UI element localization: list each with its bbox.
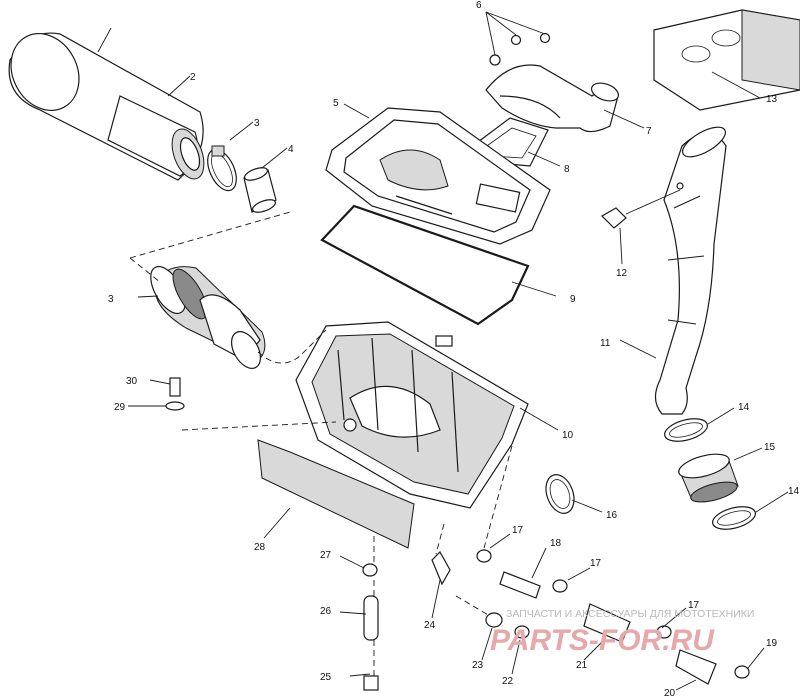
label-10: 10	[562, 430, 574, 441]
watermark-logo: PARTS-FOR.RU	[490, 624, 715, 657]
drain-parts-group	[476, 549, 750, 685]
airbox-lid-part-5	[325, 107, 551, 245]
label-16: 16	[606, 510, 618, 521]
label-5: 5	[333, 98, 339, 109]
intake-duct-part-11	[654, 126, 727, 415]
label-7: 7	[646, 126, 652, 137]
hose-clamp-part-16	[545, 474, 575, 514]
label-3: 3	[254, 118, 260, 129]
label-17-a: 17	[512, 525, 524, 536]
fitting-part-25	[363, 675, 379, 691]
leader-lines	[97, 27, 789, 691]
coupler-part-15	[678, 453, 739, 503]
clip-part-19	[734, 665, 750, 679]
label-3-boot: 3	[108, 294, 114, 305]
lid-seal-part-9	[320, 204, 530, 326]
coupler-ring-part-4	[243, 167, 277, 213]
label-2: 2	[190, 72, 196, 83]
clip-part-17-a	[476, 549, 492, 563]
label-23: 23	[472, 660, 484, 671]
tube-part-18	[499, 571, 541, 599]
bracket-part-24	[431, 551, 451, 586]
watermark: ЗАПЧАСТИ И АКСЕССУАРЫ ДЛЯ МОТОТЕХНИКИ PA…	[490, 608, 754, 657]
label-30: 30	[126, 376, 138, 387]
clip-part-22	[514, 625, 530, 639]
label-17-b: 17	[590, 558, 602, 569]
valve-part-21	[583, 603, 631, 643]
watermark-tagline: ЗАПЧАСТИ И АКСЕССУАРЫ ДЛЯ МОТОТЕХНИКИ	[506, 608, 754, 620]
drain-tube-part-20	[675, 649, 717, 685]
label-14-lower: 14	[788, 486, 800, 497]
air-filter-part-2	[8, 32, 205, 181]
label-4: 4	[288, 144, 294, 155]
label-20: 20	[664, 688, 676, 699]
label-19: 19	[766, 638, 778, 649]
screws-part-6	[485, 11, 551, 66]
bolt-part-30	[169, 377, 181, 397]
label-24: 24	[424, 620, 436, 631]
label-21: 21	[576, 660, 588, 671]
clip-part-17-b	[552, 579, 568, 593]
label-27: 27	[320, 550, 332, 561]
clip-part-27	[362, 563, 378, 577]
label-6: 6	[476, 0, 482, 11]
hose-clamp-part-14-lower	[711, 506, 757, 530]
plug-part-23	[485, 612, 503, 628]
intake-snorkel-part-7	[485, 64, 620, 133]
label-9: 9	[570, 294, 576, 305]
label-18: 18	[550, 538, 562, 549]
airbox-body-part-10	[295, 321, 529, 509]
label-17-c: 17	[688, 600, 700, 611]
label-15: 15	[764, 442, 776, 453]
washer-part-29	[165, 401, 185, 411]
intake-boot-part-3	[150, 265, 266, 369]
drain-stack-group	[362, 563, 379, 691]
callout-labels: 2 3 3 4 5 6 7 8 9 10 11 12 13 14 14 15 1…	[108, 0, 800, 699]
hose-clamp-part-3	[207, 145, 237, 192]
label-11: 11	[600, 338, 611, 349]
label-14-upper: 14	[738, 402, 750, 413]
label-28: 28	[254, 542, 266, 553]
label-26: 26	[320, 606, 332, 617]
label-25: 25	[320, 672, 332, 683]
bolt-washer-group	[165, 377, 185, 411]
hose-clamp-part-14-upper	[663, 418, 709, 442]
label-13: 13	[766, 94, 778, 105]
label-8: 8	[564, 164, 570, 175]
label-12: 12	[616, 268, 628, 279]
tube-part-26	[363, 595, 379, 641]
clip-part-12	[601, 207, 627, 229]
label-22: 22	[502, 676, 514, 687]
label-29: 29	[114, 402, 126, 413]
cover-block-part-13	[653, 9, 800, 111]
filter-panel-part-28	[257, 439, 415, 549]
